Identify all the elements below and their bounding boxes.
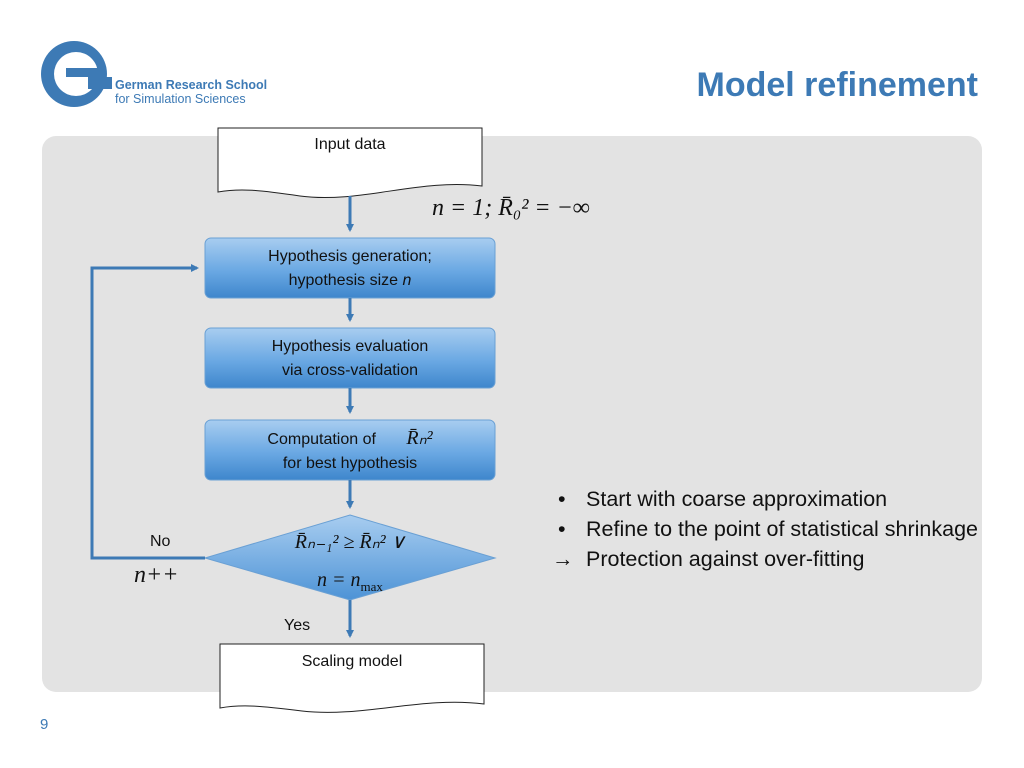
content-panel <box>42 136 982 692</box>
yes-label: Yes <box>284 617 311 634</box>
decision-condition-2: n = nmax <box>317 569 383 594</box>
bullet-item: • Refine to the point of statistical shr… <box>548 514 978 544</box>
conclusion-item: → Protection against over-fitting <box>548 544 978 574</box>
input-data-shape <box>217 127 483 199</box>
scaling-model-shape <box>219 643 485 713</box>
logo-line-1: German Research School <box>115 78 268 92</box>
evaluation-line-2: via cross-validation <box>281 362 419 379</box>
increment-label: n++ <box>134 562 179 588</box>
input-data-label: Input data <box>314 136 386 153</box>
evaluation-line-1: Hypothesis evaluation <box>271 338 429 355</box>
page-number: 9 <box>40 716 49 733</box>
computation-label: Computation of R̄ₙ² for best hypothesis <box>205 426 495 476</box>
generation-label: Hypothesis generation; hypothesis size n <box>205 245 495 293</box>
right-arrow-icon: → <box>552 547 574 571</box>
bullet-dot-icon: • <box>558 487 566 511</box>
init-formula: n = 1; R̄₀² = −∞ <box>432 195 590 221</box>
slide-title: Model refinement <box>696 66 978 104</box>
logo-text: German Research School for Simulation Sc… <box>115 78 267 106</box>
computation-line-2: for best hypothesis <box>282 455 418 472</box>
generation-line-1: Hypothesis generation; <box>268 248 432 265</box>
no-label: No <box>150 533 171 550</box>
logo-line-2: for Simulation Sciences <box>115 92 246 106</box>
decision-condition-1: R̄ₙ₋₁² ≥ R̄ₙ² ∨ <box>294 531 406 553</box>
gerss-logo-icon <box>41 41 112 107</box>
bullet-list: • Start with coarse approximation • Refi… <box>548 484 978 574</box>
bullet-item: • Start with coarse approximation <box>548 484 978 514</box>
generation-line-2: hypothesis size n <box>288 272 412 289</box>
evaluation-label: Hypothesis evaluation via cross-validati… <box>205 335 495 383</box>
computation-line-1: Computation of R̄ₙ² <box>267 427 433 449</box>
bullet-dot-icon: • <box>558 517 566 541</box>
computation-formula: R̄ₙ² <box>406 427 433 449</box>
scaling-model-label: Scaling model <box>301 653 403 670</box>
